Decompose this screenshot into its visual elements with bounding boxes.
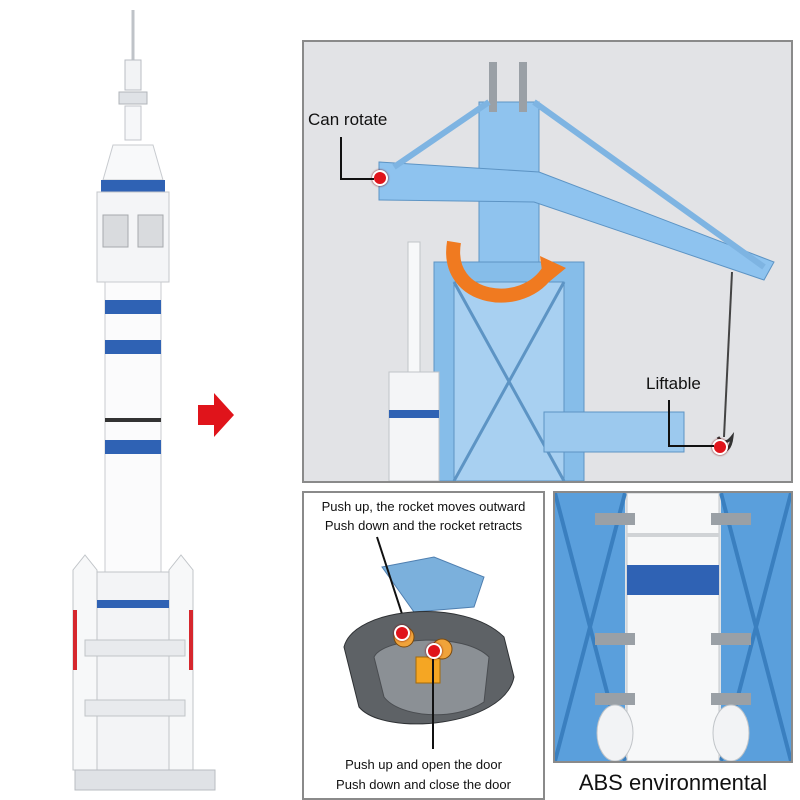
lift-leader-line <box>668 400 670 446</box>
rocket-lever-dot <box>394 625 410 641</box>
push-down-rocket-label: Push down and the rocket retracts <box>324 518 523 533</box>
right-arrow-icon <box>198 393 234 437</box>
controller-illustration <box>343 556 515 725</box>
rocket-illustration <box>72 10 216 791</box>
rotate-leader-line-h <box>340 178 374 180</box>
crane-illustration <box>378 62 775 481</box>
push-down-door-label: Push down and close the door <box>336 777 511 792</box>
controller-leader-bottom <box>432 653 434 749</box>
can-rotate-label: Can rotate <box>308 110 388 129</box>
crane-detail-panel: Can rotate Liftable <box>302 40 793 483</box>
rotate-leader-line <box>340 137 342 179</box>
closeup-detail-panel <box>553 491 793 763</box>
controller-detail-panel: Push up, the rocket moves outward Push d… <box>302 491 545 800</box>
push-up-door-label: Push up and open the door <box>345 757 502 772</box>
liftable-label: Liftable <box>646 374 701 393</box>
lift-marker-dot <box>712 439 728 455</box>
rotate-marker-dot <box>372 170 388 186</box>
material-caption: ABS environmental <box>578 770 768 795</box>
push-up-rocket-label: Push up, the rocket moves outward <box>321 499 526 514</box>
rocket-closeup-illustration <box>555 493 791 761</box>
door-lever-dot <box>426 643 442 659</box>
lift-leader-line-h <box>668 445 714 447</box>
